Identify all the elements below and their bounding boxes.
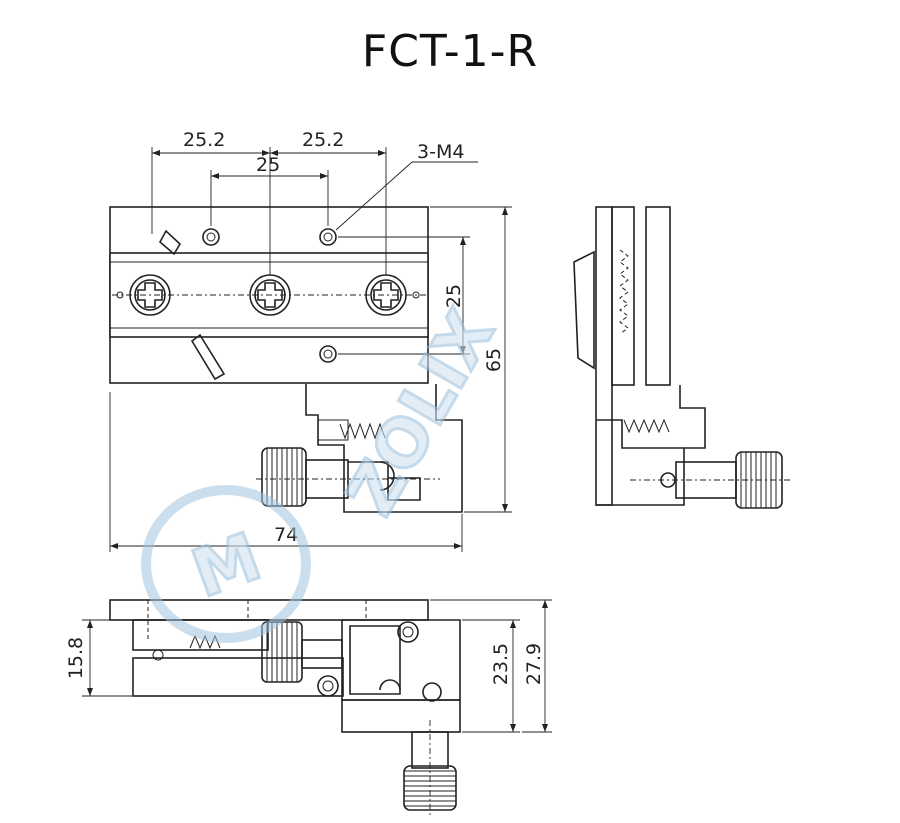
- thread-callout: 3-M4: [417, 141, 464, 163]
- watermark-logo: M: [182, 518, 270, 613]
- top-view: 25.2 25.2 25 3-M4 25: [109, 129, 512, 552]
- dim-25-2-left: 25.2: [183, 129, 225, 151]
- m4-hole: [319, 228, 337, 246]
- dim-23-5: 23.5: [490, 643, 512, 685]
- front-view: 15.8 23.5 27.9: [65, 599, 552, 818]
- side-base: [595, 206, 613, 506]
- adjuster-knob-vertical: [403, 765, 457, 811]
- m4-hole: [319, 345, 337, 363]
- lock-lever: [158, 229, 182, 256]
- side-view: [573, 206, 790, 509]
- dim-15-8: 15.8: [65, 637, 87, 679]
- front-top-plate: [109, 599, 429, 621]
- spring: [623, 418, 670, 434]
- adjuster-housing: [305, 384, 463, 513]
- dim-65-height: 65: [483, 348, 505, 372]
- dim-25-spacing: 25: [256, 154, 280, 176]
- watermark: M ZOLIX: [141, 296, 511, 643]
- lock-lever: [190, 333, 226, 381]
- dim-27-9: 27.9: [523, 643, 545, 685]
- m4-hole: [202, 228, 220, 246]
- dim-25-2-right: 25.2: [302, 129, 344, 151]
- drawing-title: FCT-1-R: [361, 26, 539, 77]
- dim-25-vertical: 25: [443, 284, 465, 308]
- adjuster-knob: [261, 447, 307, 507]
- watermark-logo-ring: [141, 485, 311, 643]
- spring: [339, 422, 386, 440]
- adjuster-knob: [735, 451, 783, 509]
